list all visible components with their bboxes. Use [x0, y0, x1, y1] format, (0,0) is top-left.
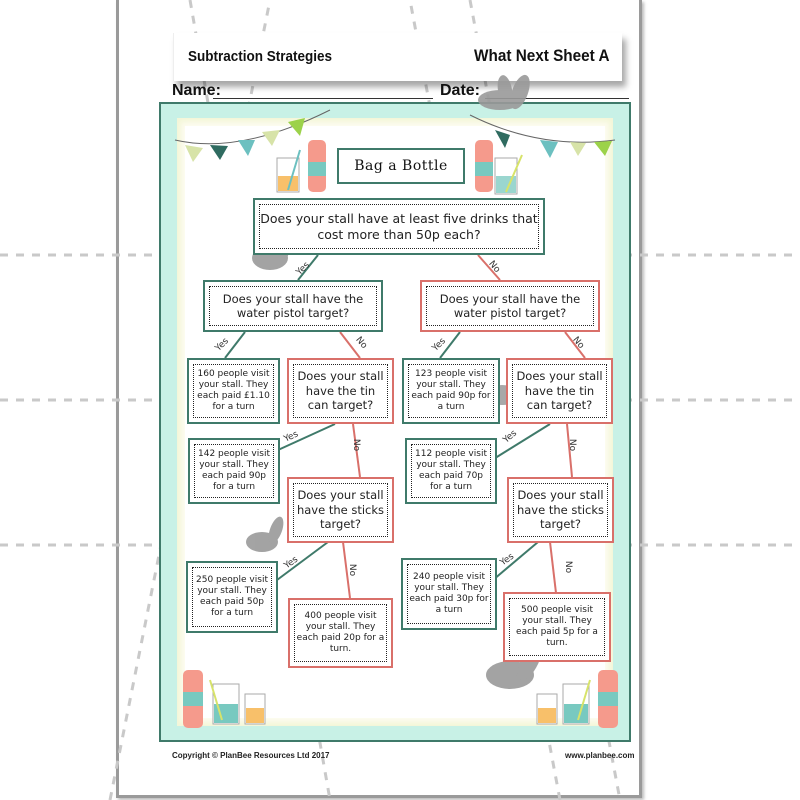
website-link[interactable]: www.planbee.com	[565, 751, 635, 760]
answer-500-box: 500 people visit your stall. They each p…	[503, 592, 611, 662]
no-label: No	[563, 560, 574, 574]
right-water-pistol-question: Does your stall have the water pistol ta…	[420, 280, 600, 332]
right-sticks-question: Does your stall have the sticks target?	[507, 477, 614, 543]
sheet-title: What Next Sheet A	[474, 46, 610, 65]
answer-250-box: 250 people visit your stall. They each p…	[186, 561, 278, 633]
left-water-pistol-question: Does your stall have the water pistol ta…	[203, 280, 383, 332]
left-sticks-question: Does your stall have the sticks target?	[287, 477, 394, 543]
root-question-box: Does your stall have at least five drink…	[253, 198, 545, 255]
answer-160-box: 160 people visit your stall. They each p…	[187, 358, 280, 424]
no-label: No	[567, 438, 578, 452]
left-tin-can-question: Does your stall have the tin can target?	[287, 358, 394, 424]
no-label: No	[347, 563, 358, 577]
no-label: No	[351, 438, 362, 452]
answer-240-box: 240 people visit your stall. They each p…	[401, 558, 497, 630]
answer-112-box: 112 people visit your stall. They each p…	[405, 438, 497, 504]
root-question-text: Does your stall have at least five drink…	[259, 204, 539, 249]
name-label: Name:	[172, 82, 221, 99]
answer-142-box: 142 people visit your stall. They each p…	[188, 438, 280, 504]
right-tin-can-question: Does your stall have the tin can target?	[506, 358, 613, 424]
date-field[interactable]	[485, 98, 629, 99]
worksheet-title-box: Bag a Bottle	[337, 148, 465, 184]
date-label: Date:	[440, 82, 481, 99]
answer-400-box: 400 people visit your stall. They each p…	[288, 598, 393, 668]
name-field[interactable]	[213, 98, 433, 99]
header-card	[173, 33, 622, 81]
copyright-text: Copyright © PlanBee Resources Ltd 2017	[172, 751, 330, 760]
answer-123-box: 123 people visit your stall. They each p…	[402, 358, 500, 424]
topic-title: Subtraction Strategies	[188, 48, 333, 65]
worksheet-title: Bag a Bottle	[354, 158, 448, 174]
